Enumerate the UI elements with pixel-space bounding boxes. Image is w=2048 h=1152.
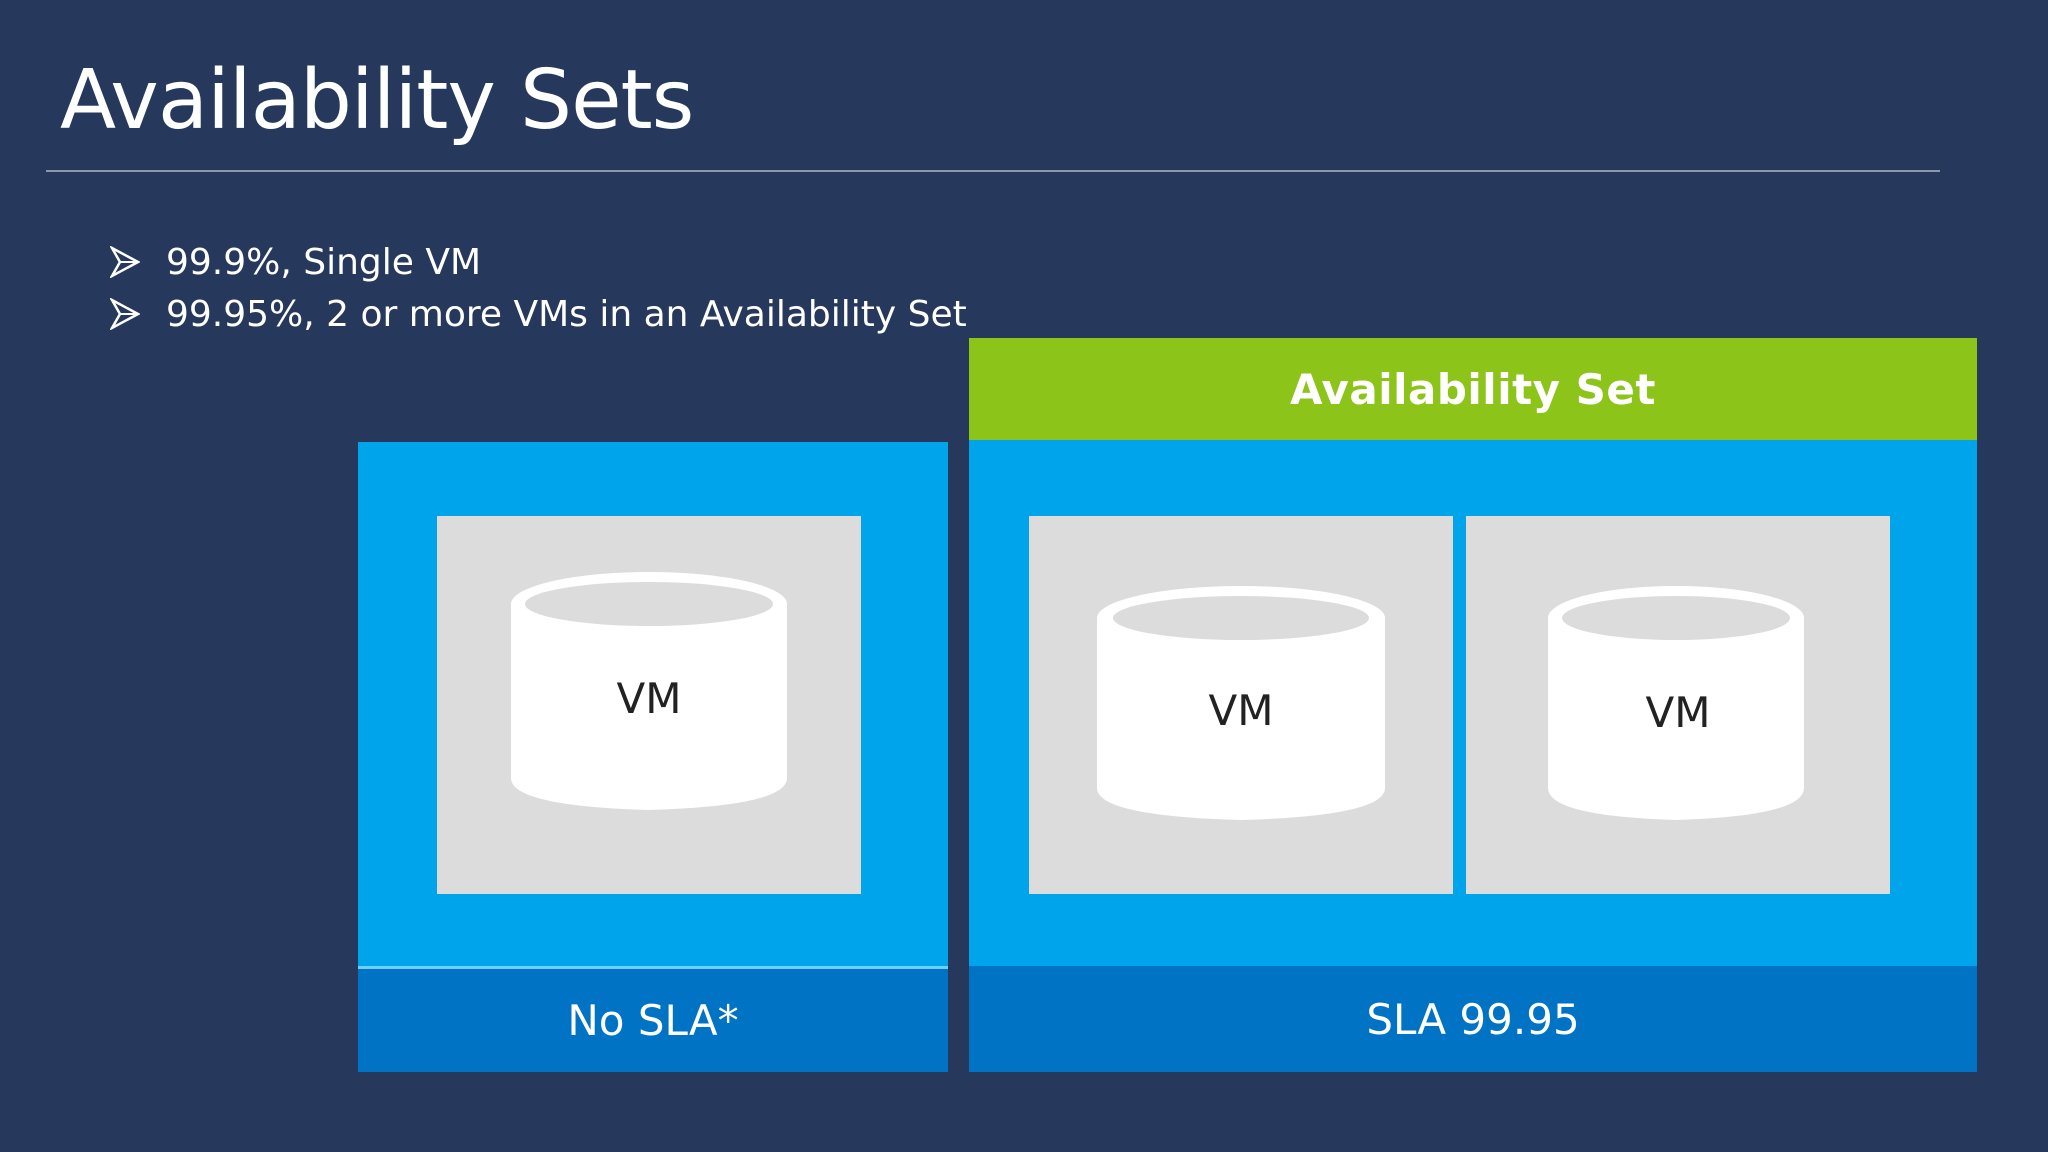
availability-set-header: Availability Set xyxy=(969,338,1977,440)
sla-footer: SLA 99.95 xyxy=(969,966,1977,1072)
vm-box: VM xyxy=(437,516,861,894)
bullet-item: 99.9%, Single VM xyxy=(110,236,967,288)
bullet-list: 99.9%, Single VM 99.95%, 2 or more VMs i… xyxy=(110,236,967,340)
single-vm-panel: VM No SLA* xyxy=(358,442,948,1072)
vm-label: VM xyxy=(1645,688,1711,737)
availability-set-panel: Availability Set VM VM SLA 99.95 xyxy=(969,338,1977,1072)
vm-box: VM xyxy=(1029,516,1453,894)
bullet-text: 99.9%, Single VM xyxy=(166,241,482,283)
sla-footer: No SLA* xyxy=(358,966,948,1072)
cylinder-icon xyxy=(511,572,787,810)
slide-title: Availability Sets xyxy=(60,53,694,148)
cylinder-icon xyxy=(1548,586,1804,820)
vm-label: VM xyxy=(616,674,682,723)
arrow-bullet-icon xyxy=(110,246,140,278)
arrow-bullet-icon xyxy=(110,298,140,330)
cylinder-icon xyxy=(1097,586,1385,820)
bullet-item: 99.95%, 2 or more VMs in an Availability… xyxy=(110,288,967,340)
vm-label: VM xyxy=(1208,686,1274,735)
vm-box: VM xyxy=(1466,516,1890,894)
title-divider xyxy=(46,170,1940,172)
bullet-text: 99.95%, 2 or more VMs in an Availability… xyxy=(166,293,967,335)
